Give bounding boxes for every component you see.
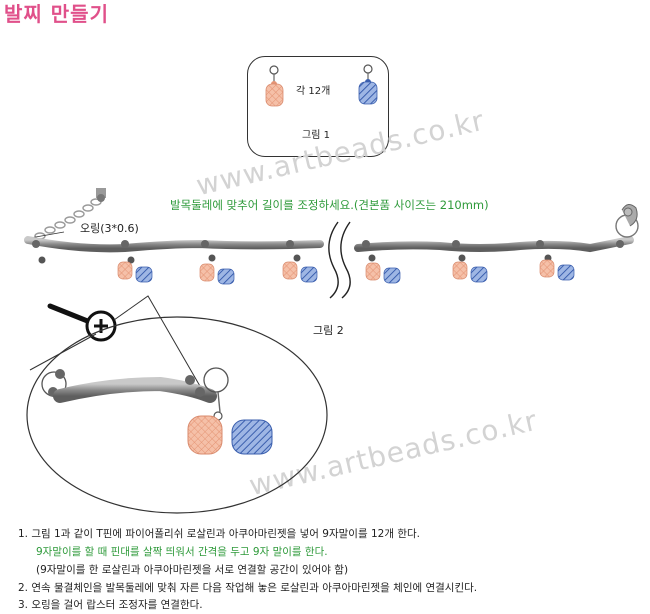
step-2: 2. 연속 물결체인을 발목둘레에 맞춰 자른 다음 작업해 놓은 로살린과 아… <box>18 582 478 594</box>
figure1-rosaline-bead <box>265 65 284 107</box>
chain-bead-pairs <box>117 259 575 285</box>
zoom-callout <box>26 295 328 514</box>
figure2-label: 그림 2 <box>313 324 344 337</box>
zoomed-chain-detail <box>41 367 273 455</box>
length-instruction: 발목둘레에 맞추어 길이를 조정하세요.(견본품 사이즈는 210mm) <box>170 198 489 212</box>
page-title: 발찌 만들기 <box>4 2 109 26</box>
figure1-label: 그림 1 <box>302 130 330 141</box>
extender-chain <box>34 198 102 240</box>
wave-chain-right <box>354 236 634 262</box>
extender-drop <box>96 188 106 202</box>
lobster-clasp-icon <box>615 204 639 238</box>
step-1-remark: (9자말이를 한 로살린과 아쿠아마린젯을 서로 연결할 공간이 있어야 함) <box>36 564 349 576</box>
figure1-box <box>247 56 389 157</box>
step-3: 3. 오링을 걸어 랍스터 조정자를 연결한다. <box>18 599 203 611</box>
figure1-count: 각 12개 <box>296 86 331 97</box>
wave-chain-left <box>24 236 324 264</box>
magnifier-plus-icon <box>47 303 117 342</box>
chain-break <box>328 221 351 299</box>
figure1-aquamarine-bead <box>358 64 378 105</box>
step-1-note: 9자말이를 할 때 핀대를 살짝 띄워서 간격을 두고 9자 말이를 한다. <box>36 546 328 558</box>
oring-label: 오링(3*0.6) <box>80 222 139 235</box>
step-1: 1. 그림 1과 같이 T핀에 파이어폴리쉬 로살린과 아쿠아마린젯을 넣어 9… <box>18 528 420 540</box>
